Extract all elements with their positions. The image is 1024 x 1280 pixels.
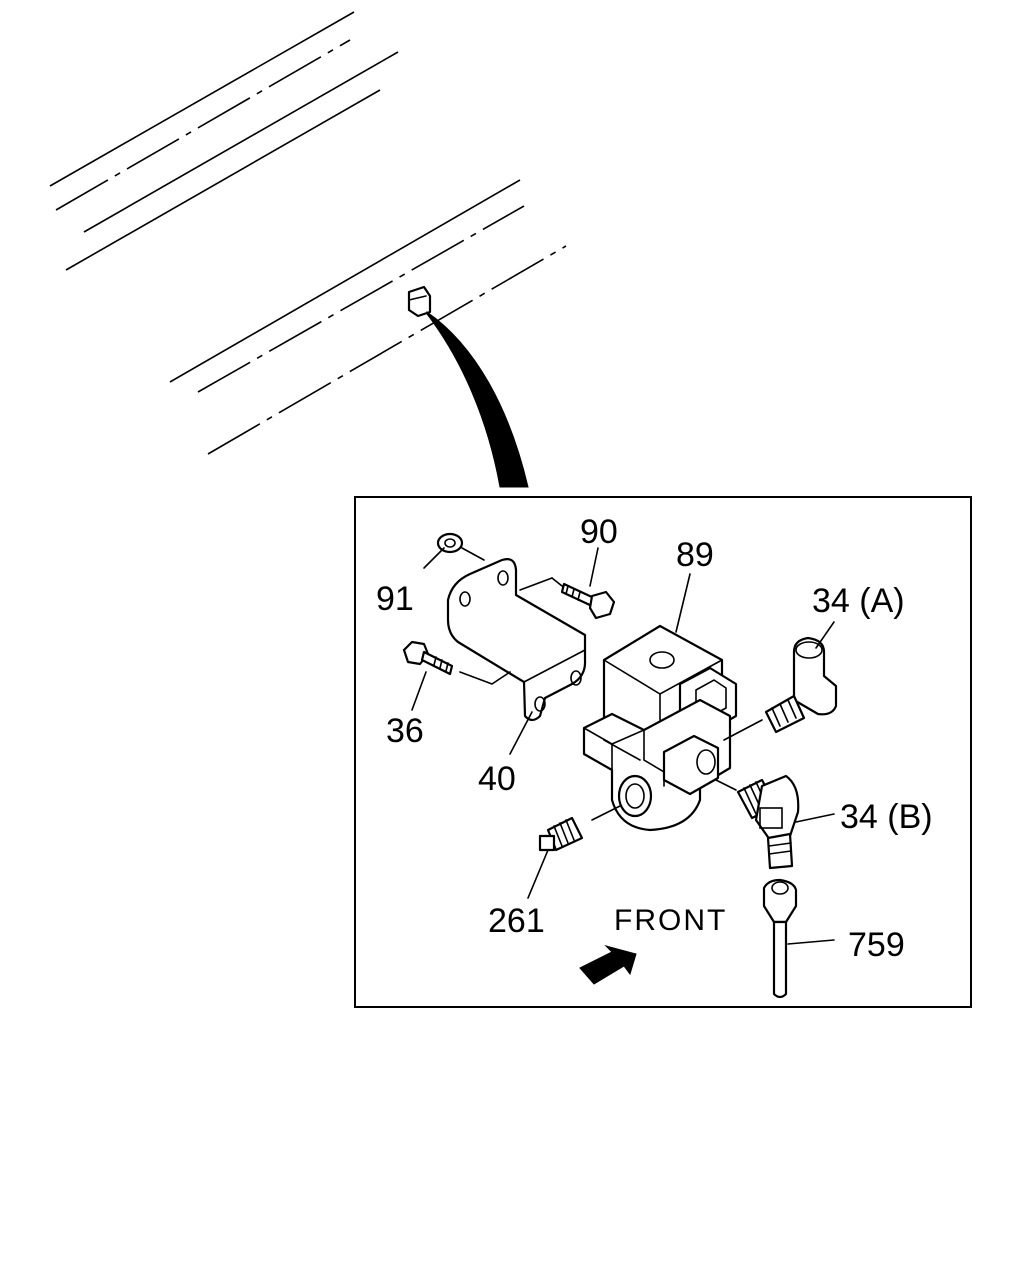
leader-lines <box>411 547 835 945</box>
bolt-90 <box>519 577 616 620</box>
callout-89: 89 <box>676 536 714 574</box>
detail-leader-curve <box>426 311 529 488</box>
callout-759: 759 <box>848 926 905 964</box>
front-label: FRONT <box>614 904 727 937</box>
pipe-759 <box>762 878 798 999</box>
callout-34b: 34 (B) <box>840 798 933 836</box>
callout-91: 91 <box>376 580 414 618</box>
vehicle-frame-overview <box>49 11 567 455</box>
front-arrow <box>579 945 637 985</box>
callout-34a: 34 (A) <box>812 582 905 620</box>
callout-261: 261 <box>488 902 545 940</box>
bolt-36 <box>402 640 511 685</box>
solenoid-valve-89 <box>582 624 738 832</box>
valve-location-marker <box>407 285 432 318</box>
detail-box <box>354 496 972 1008</box>
plug-261 <box>538 805 621 852</box>
fitting-34b <box>715 774 800 870</box>
fitting-34a <box>723 636 838 741</box>
callout-40: 40 <box>478 760 516 798</box>
nut-91 <box>436 532 485 561</box>
callout-36: 36 <box>386 712 424 750</box>
bracket-40 <box>446 558 587 722</box>
callout-90: 90 <box>580 513 618 551</box>
